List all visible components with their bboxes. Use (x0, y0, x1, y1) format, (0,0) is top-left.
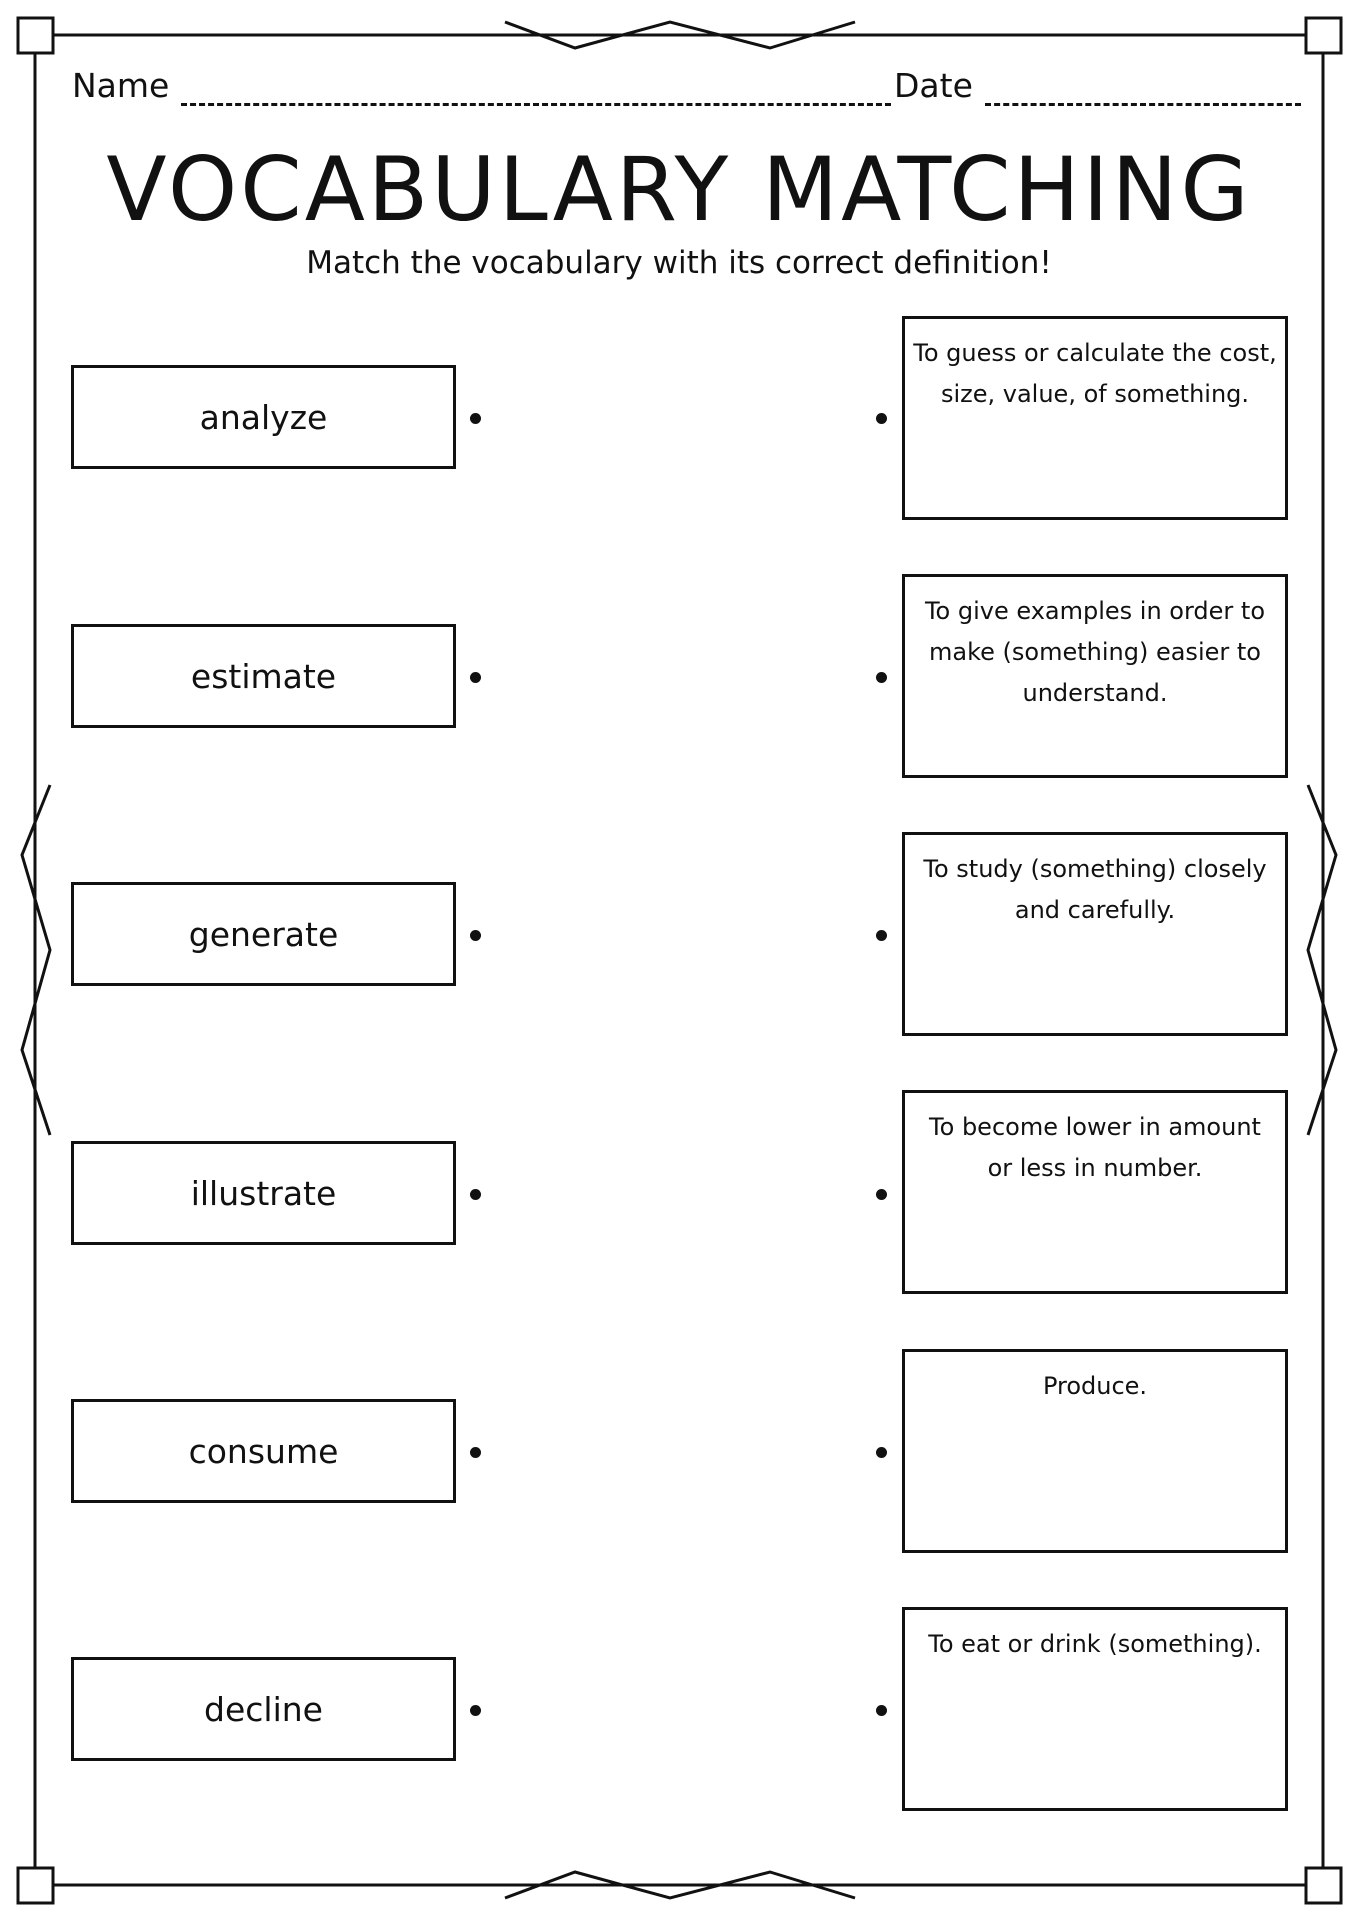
name-field[interactable]: Name (72, 66, 892, 106)
definition-match-dot[interactable] (876, 930, 887, 941)
date-label: Date (894, 66, 973, 105)
definition-text: To eat or drink (something). (928, 1630, 1262, 1658)
definition-box: Produce. (902, 1349, 1288, 1553)
definition-match-dot[interactable] (876, 672, 887, 683)
definition-match-dot[interactable] (876, 1189, 887, 1200)
word-box: analyze (71, 365, 456, 469)
definition-match-dot[interactable] (876, 1447, 887, 1458)
definition-text: To become lower in amount or less in num… (929, 1113, 1261, 1182)
definition-box: To guess or calculate the cost, size, va… (902, 316, 1288, 520)
word-match-dot[interactable] (470, 930, 481, 941)
definition-match-dot[interactable] (876, 1705, 887, 1716)
word-label: estimate (190, 656, 337, 696)
word-match-dot[interactable] (470, 672, 481, 683)
word-box: decline (71, 1657, 456, 1761)
word-box: consume (71, 1399, 456, 1503)
definition-box: To become lower in amount or less in num… (902, 1090, 1288, 1294)
definition-match-dot[interactable] (876, 413, 887, 424)
word-label: consume (188, 1431, 339, 1471)
word-label: analyze (199, 397, 328, 437)
word-box: estimate (71, 624, 456, 728)
word-match-dot[interactable] (470, 1447, 481, 1458)
date-blank-line[interactable] (984, 75, 1301, 106)
word-match-dot[interactable] (470, 1189, 481, 1200)
word-match-dot[interactable] (470, 413, 481, 424)
definition-box: To eat or drink (something). (902, 1607, 1288, 1811)
worksheet-instructions: Match the vocabulary with its correct de… (306, 245, 1052, 281)
word-label: illustrate (190, 1173, 337, 1213)
definition-text: To guess or calculate the cost, size, va… (913, 339, 1277, 408)
word-label: generate (188, 914, 339, 954)
word-label: decline (204, 1689, 323, 1729)
definition-text: Produce. (1042, 1372, 1148, 1400)
worksheet-title: VOCABULARY MATCHING (106, 138, 1252, 241)
word-box: generate (71, 882, 456, 986)
definition-text: To give examples in order to make (somet… (924, 597, 1266, 707)
name-label: Name (72, 66, 170, 105)
date-field[interactable]: Date (894, 66, 1301, 106)
definition-box: To study (something) closely and careful… (902, 832, 1288, 1036)
name-blank-line[interactable] (181, 75, 892, 106)
word-box: illustrate (71, 1141, 456, 1245)
word-match-dot[interactable] (470, 1705, 481, 1716)
definition-box: To give examples in order to make (somet… (902, 574, 1288, 778)
definition-text: To study (something) closely and careful… (923, 855, 1267, 924)
